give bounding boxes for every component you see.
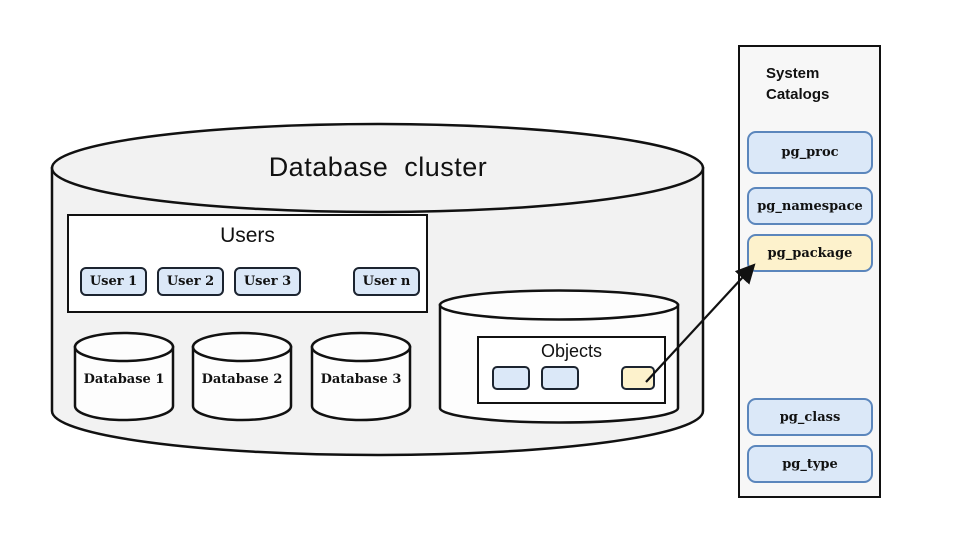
catalog-pg-proc: pg_proc	[747, 131, 873, 174]
system-catalogs-panel: System Catalogs pg_proc pg_namespace pg_…	[738, 45, 881, 498]
cluster-title: Database cluster	[268, 152, 488, 182]
database-1-cylinder	[73, 331, 175, 422]
users-title: Users	[220, 224, 275, 247]
users-box: Users User 1 User 2 User 3 User n	[67, 214, 428, 313]
database-3-cylinder	[310, 331, 412, 422]
database-3-label: Database 3	[320, 372, 402, 387]
object-chip-1	[492, 366, 530, 390]
catalog-pg-namespace: pg_namespace	[747, 187, 873, 225]
object-chip-package	[621, 366, 655, 390]
user-n-box: User n	[353, 267, 420, 296]
user-3-box: User 3	[234, 267, 301, 296]
database-2-label: Database 2	[201, 372, 283, 387]
user-2-box: User 2	[157, 267, 224, 296]
objects-title: Objects	[540, 341, 603, 361]
database-2-cylinder	[191, 331, 293, 422]
catalog-pg-class: pg_class	[747, 398, 873, 436]
object-chip-2	[541, 366, 579, 390]
objects-box: Objects	[477, 336, 666, 404]
database-1-label: Database 1	[83, 372, 165, 387]
catalog-pg-package: pg_package	[747, 234, 873, 272]
user-1-box: User 1	[80, 267, 147, 296]
catalog-pg-type: pg_type	[747, 445, 873, 483]
system-catalogs-title: System Catalogs	[766, 65, 830, 103]
